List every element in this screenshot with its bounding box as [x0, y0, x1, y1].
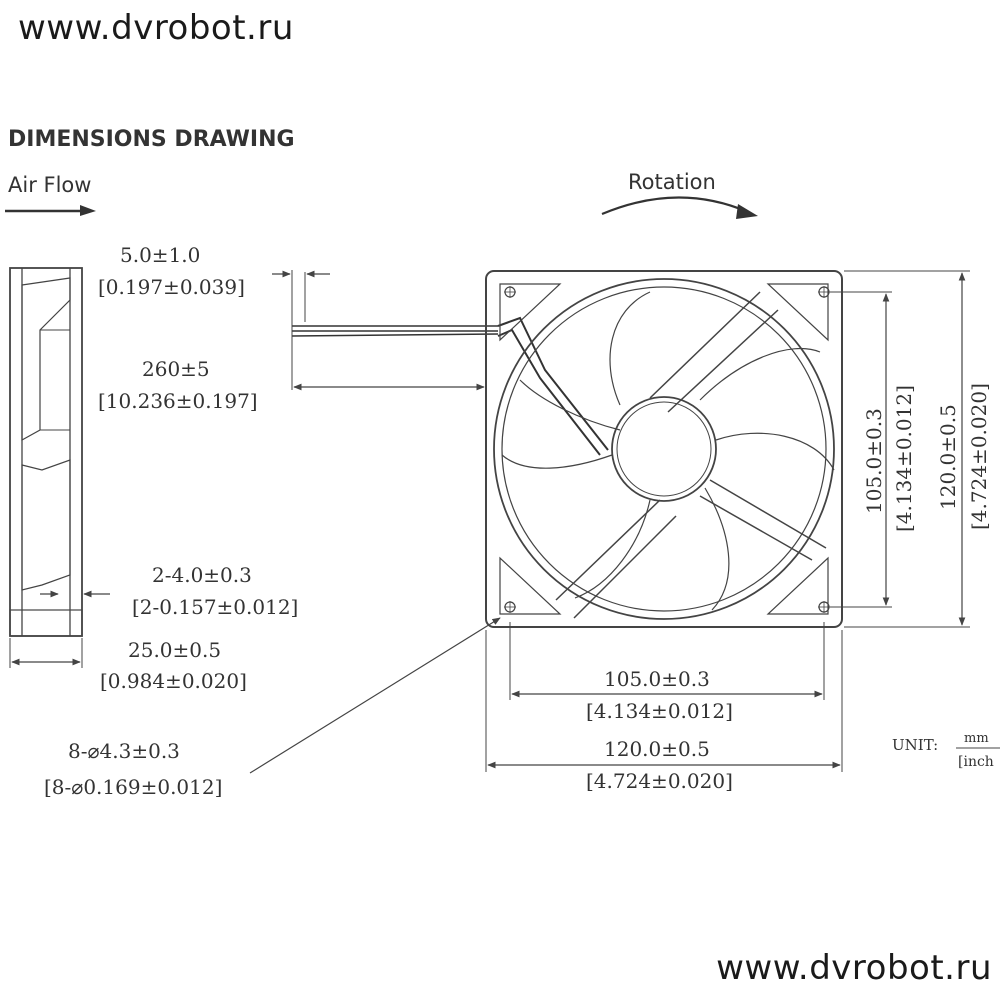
hole-pitch-h-inch: [4.134±0.012]	[586, 699, 733, 723]
lead-strip-inch: [0.197±0.039]	[98, 275, 245, 299]
lead-length-mm: 260±5	[142, 357, 210, 381]
lead-length-inch: [10.236±0.197]	[98, 389, 258, 413]
mount-hole-inch: [8-⌀0.169±0.012]	[44, 775, 222, 799]
hole-pitch-h-mm: 105.0±0.3	[604, 667, 710, 691]
frame-w-inch: [4.724±0.020]	[586, 769, 733, 793]
frame-h-inch: [4.724±0.020]	[967, 383, 991, 530]
side-hole-inch: [2-0.157±0.012]	[132, 595, 298, 619]
watermark-top: www.dvrobot.ru	[18, 8, 294, 48]
unit-mm: mm	[964, 731, 989, 746]
side-hole-mm: 2-4.0±0.3	[152, 563, 252, 587]
fan-side-view	[9, 267, 83, 637]
airflow-arrow-icon	[5, 205, 96, 216]
frame-h-mm: 120.0±0.5	[936, 404, 960, 510]
unit-label: UNIT:	[892, 736, 938, 754]
watermark-bottom: www.dvrobot.ru	[716, 948, 992, 988]
unit-inch: [inch	[958, 754, 994, 770]
airflow-label: Air Flow	[8, 173, 91, 197]
lead-strip-mm: 5.0±1.0	[120, 243, 200, 267]
frame-w-mm: 120.0±0.5	[604, 737, 710, 761]
mount-hole-mm: 8-⌀4.3±0.3	[68, 739, 180, 763]
rotation-arrow-icon	[601, 196, 758, 219]
fan-front-view	[485, 270, 843, 628]
lead-wire	[291, 316, 609, 456]
hole-pitch-v-mm: 105.0±0.3	[862, 408, 886, 514]
drawing-title: DIMENSIONS DRAWING	[8, 127, 295, 152]
thickness-inch: [0.984±0.020]	[100, 669, 247, 693]
thickness-mm: 25.0±0.5	[128, 638, 221, 662]
hole-pitch-v-inch: [4.134±0.012]	[892, 385, 916, 532]
rotation-label: Rotation	[628, 170, 716, 194]
